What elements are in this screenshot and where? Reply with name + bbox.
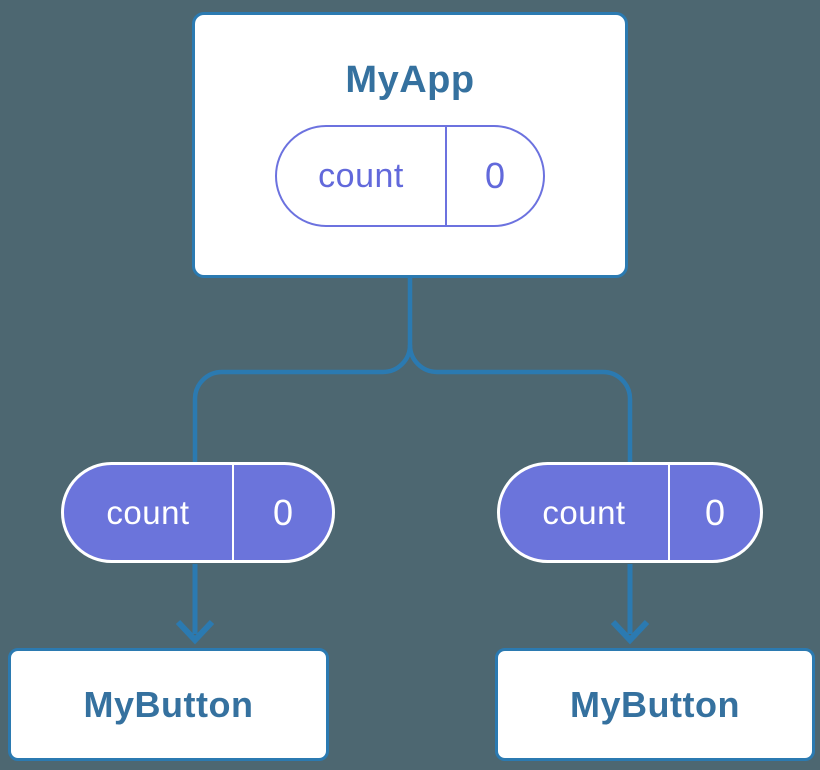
left-prop-pill: count 0 — [61, 462, 335, 563]
edge-right-branch — [407, 344, 633, 462]
pill-divider — [232, 465, 234, 560]
left-arrowhead-icon — [175, 619, 215, 645]
edge-left-branch — [192, 344, 413, 462]
pill-divider — [445, 127, 447, 225]
root-state-label: count — [318, 156, 404, 195]
right-prop-pill: count 0 — [497, 462, 763, 563]
root-state-value: 0 — [484, 155, 506, 196]
left-child-component-name: MyButton — [83, 683, 254, 725]
root-component-card: MyApp count 0 — [192, 12, 628, 278]
right-child-component-card: MyButton — [495, 648, 815, 761]
left-prop-label: count — [106, 493, 190, 531]
connector-lines — [175, 277, 650, 645]
root-state-pill: count 0 — [275, 125, 545, 227]
right-child-component-name: MyButton — [570, 683, 740, 725]
right-prop-label: count — [542, 493, 626, 531]
right-arrowhead-icon — [610, 619, 650, 645]
right-prop-value: 0 — [704, 491, 726, 533]
left-prop-value: 0 — [272, 491, 294, 533]
root-component-name: MyApp — [345, 59, 475, 101]
left-child-component-card: MyButton — [8, 648, 329, 761]
pill-divider — [668, 465, 670, 560]
